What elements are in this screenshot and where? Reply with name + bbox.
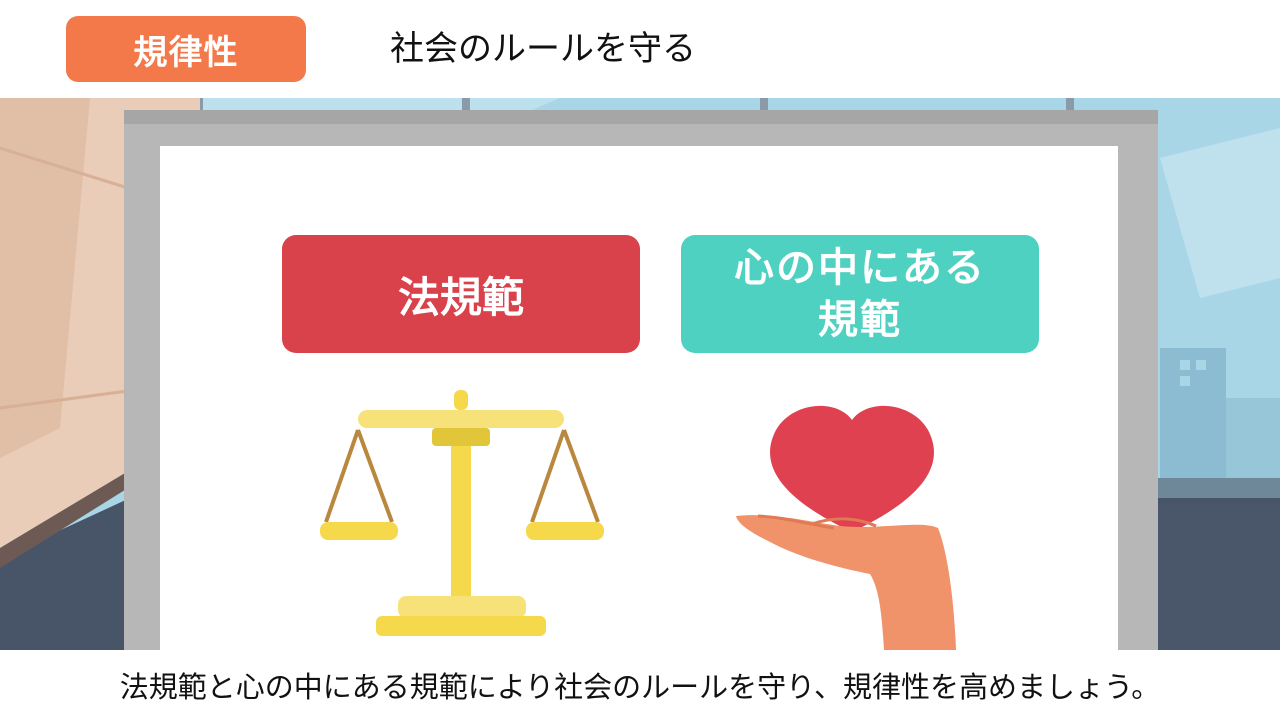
law-norm-label: 法規範 bbox=[282, 235, 640, 353]
scales-icon bbox=[320, 390, 604, 636]
inner-norm-label-line2: 規範 bbox=[818, 297, 902, 343]
background-illustration bbox=[0, 98, 1280, 650]
heart-in-hand-icon bbox=[736, 405, 956, 650]
header: 規律性 社会のルールを守る bbox=[0, 0, 1280, 98]
inner-norm-label: 心の中にある 規範 bbox=[681, 235, 1039, 353]
inner-norm-label-line1: 心の中にある bbox=[734, 245, 986, 291]
category-tag: 規律性 bbox=[66, 16, 306, 82]
page-title: 社会のルールを守る bbox=[390, 29, 696, 69]
subtitle-caption: 法規範と心の中にある規範により社会のルールを守り、規律性を高めましょう。 bbox=[0, 650, 1280, 720]
illustration-scene: 法規範 心の中にある 規範 bbox=[0, 98, 1280, 650]
